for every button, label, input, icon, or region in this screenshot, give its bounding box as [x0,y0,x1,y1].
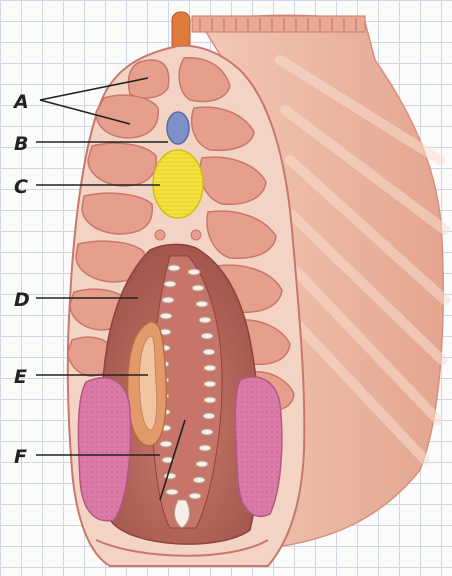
small-vessel-right [191,230,201,240]
nerve-cord-structure [153,150,203,218]
gonad-left [78,378,130,521]
notochord-structure [167,112,189,144]
label-d: D [14,289,30,311]
label-b: B [14,133,28,155]
label-a: A [12,91,29,113]
gonad-right [235,377,282,516]
dorsal-fin-ridge [192,16,365,32]
small-vessel-left [155,230,165,240]
label-c: C [14,176,28,198]
label-e: E [14,366,27,388]
label-f: F [14,446,27,468]
